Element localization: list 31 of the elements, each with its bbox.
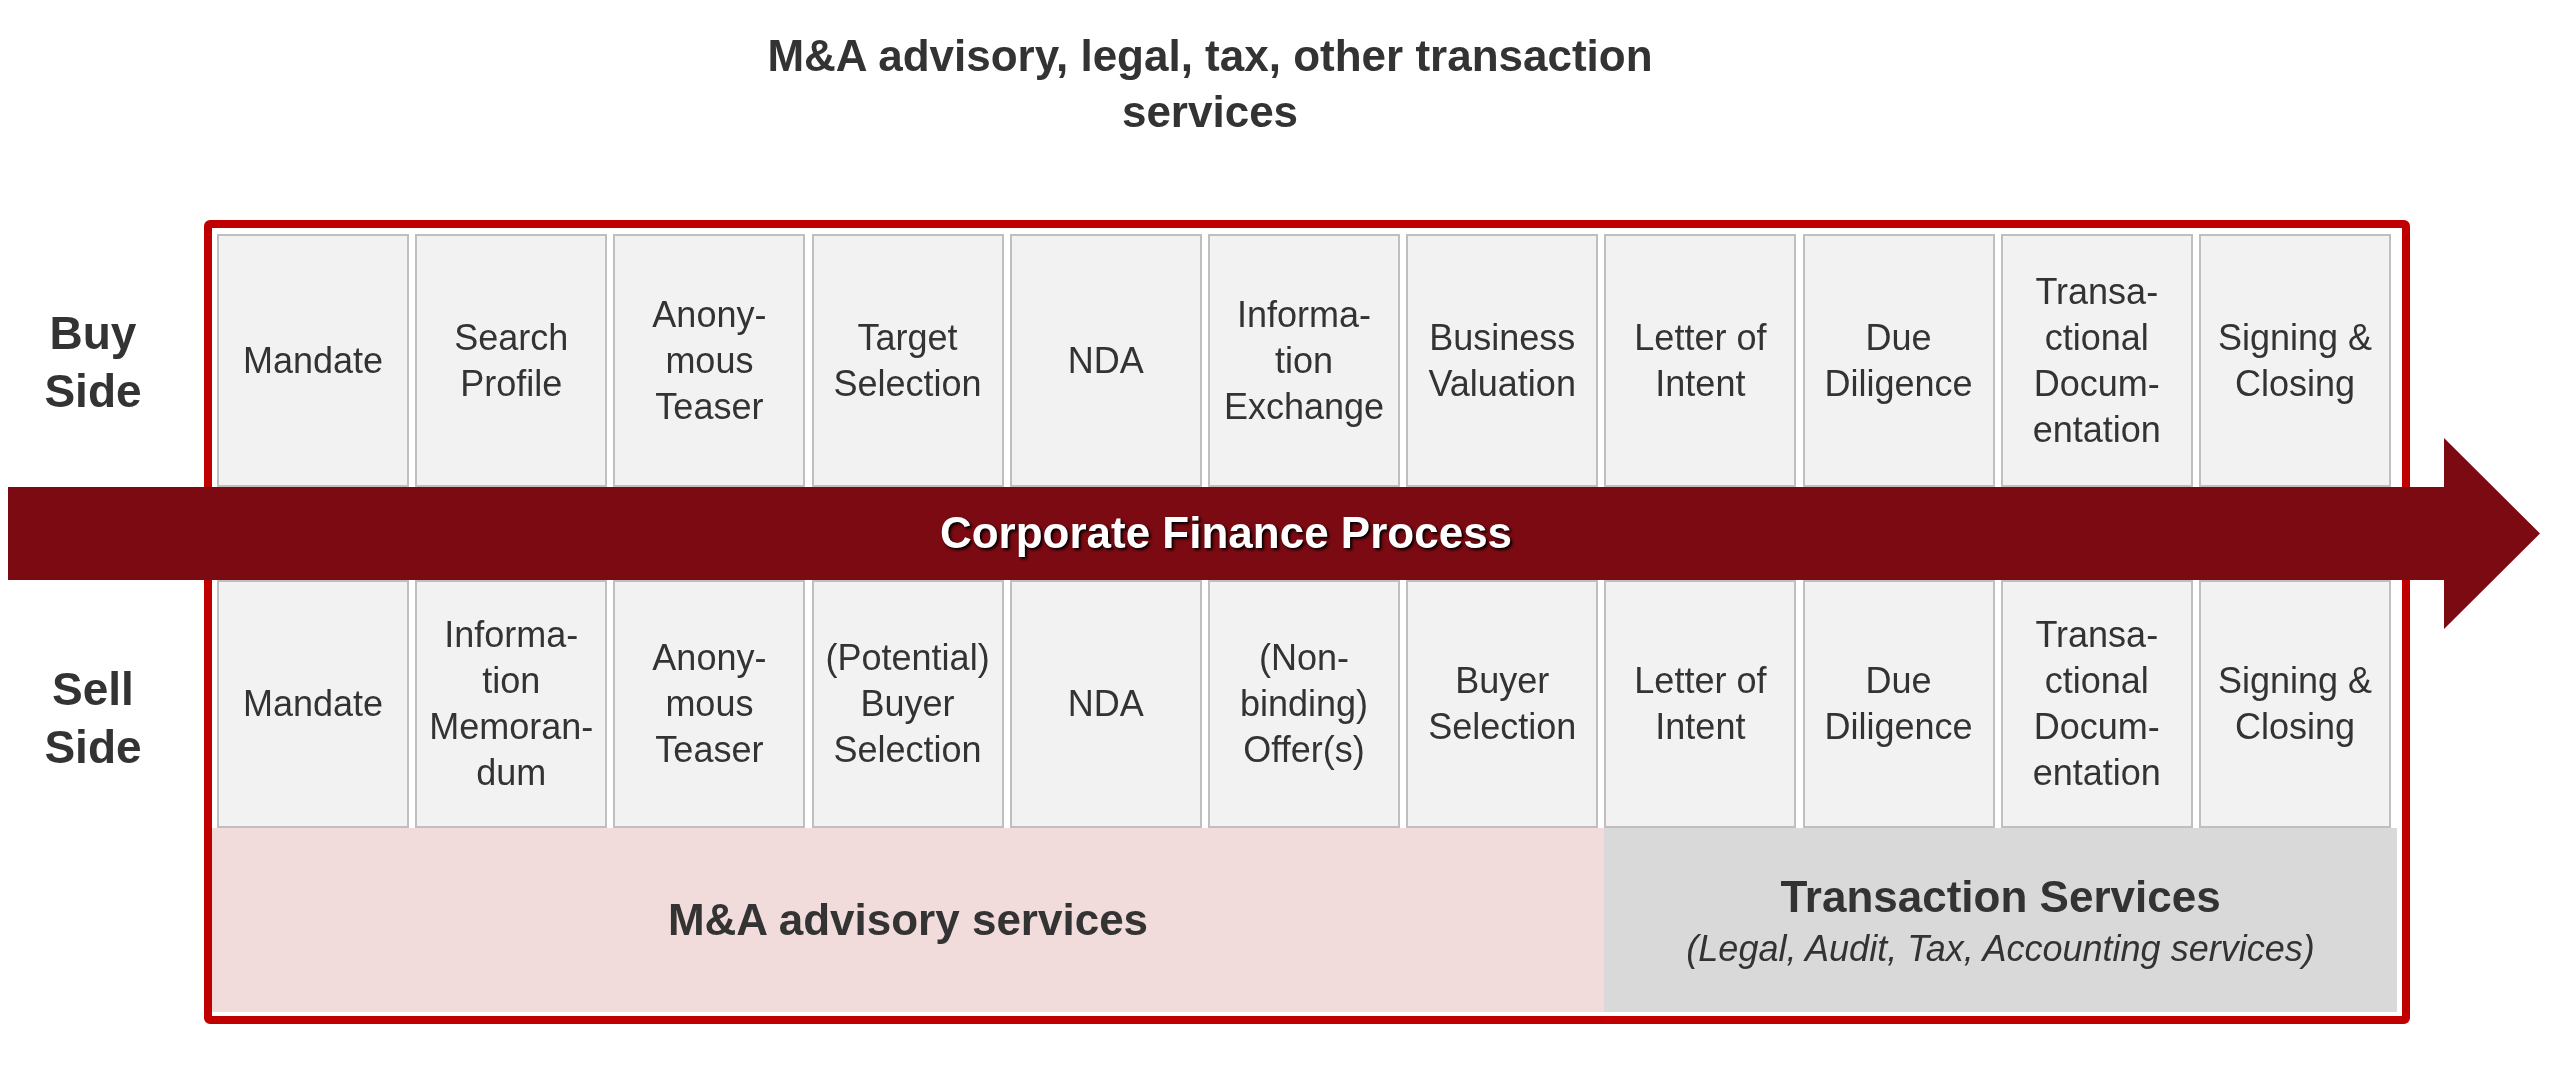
process-step: Mandate	[217, 234, 409, 487]
process-step: Anony- mous Teaser	[613, 580, 806, 828]
process-step: Due Diligence	[1802, 234, 1995, 487]
process-step: Transa- ctional Docum- entation	[2000, 234, 2193, 487]
process-step: Signing & Closing	[2199, 580, 2391, 828]
diagram-title: M&A advisory, legal, tax, other transaction services	[766, 30, 1654, 138]
process-step: Business Valuation	[1406, 234, 1599, 487]
process-step: Signing & Closing	[2199, 234, 2391, 487]
process-step: Buyer Selection	[1406, 580, 1599, 828]
band-subtitle: (Legal, Audit, Tax, Accounting services)	[1686, 927, 2315, 971]
service-band: M&A advisory services	[212, 828, 1604, 1012]
band-heading: Transaction Services	[1780, 871, 2221, 923]
process-step: NDA	[1009, 234, 1202, 487]
process-step: Target Selection	[811, 234, 1004, 487]
process-step: Anony- mous Teaser	[613, 234, 806, 487]
process-step: Informa- tion Exchange	[1208, 234, 1400, 487]
side-label: Buy Side	[43, 306, 143, 419]
process-step: Letter of Intent	[1604, 234, 1797, 487]
process-step: Informa- tion Memoran- dum	[415, 580, 608, 828]
process-step: Search Profile	[415, 234, 608, 487]
process-step: NDA	[1009, 580, 1202, 828]
process-step: Letter of Intent	[1604, 580, 1797, 828]
side-label: Sell Side	[43, 662, 143, 775]
process-step: (Potential) Buyer Selection	[811, 580, 1004, 828]
process-step: Mandate	[217, 580, 409, 828]
process-step: Due Diligence	[1802, 580, 1995, 828]
service-band	[1604, 828, 2397, 1012]
process-step: (Non- binding) Offer(s)	[1208, 580, 1400, 828]
process-step: Transa- ctional Docum- entation	[2000, 580, 2193, 828]
arrow-label: Corporate Finance Process	[938, 507, 1514, 559]
frame-border	[204, 220, 2410, 1024]
